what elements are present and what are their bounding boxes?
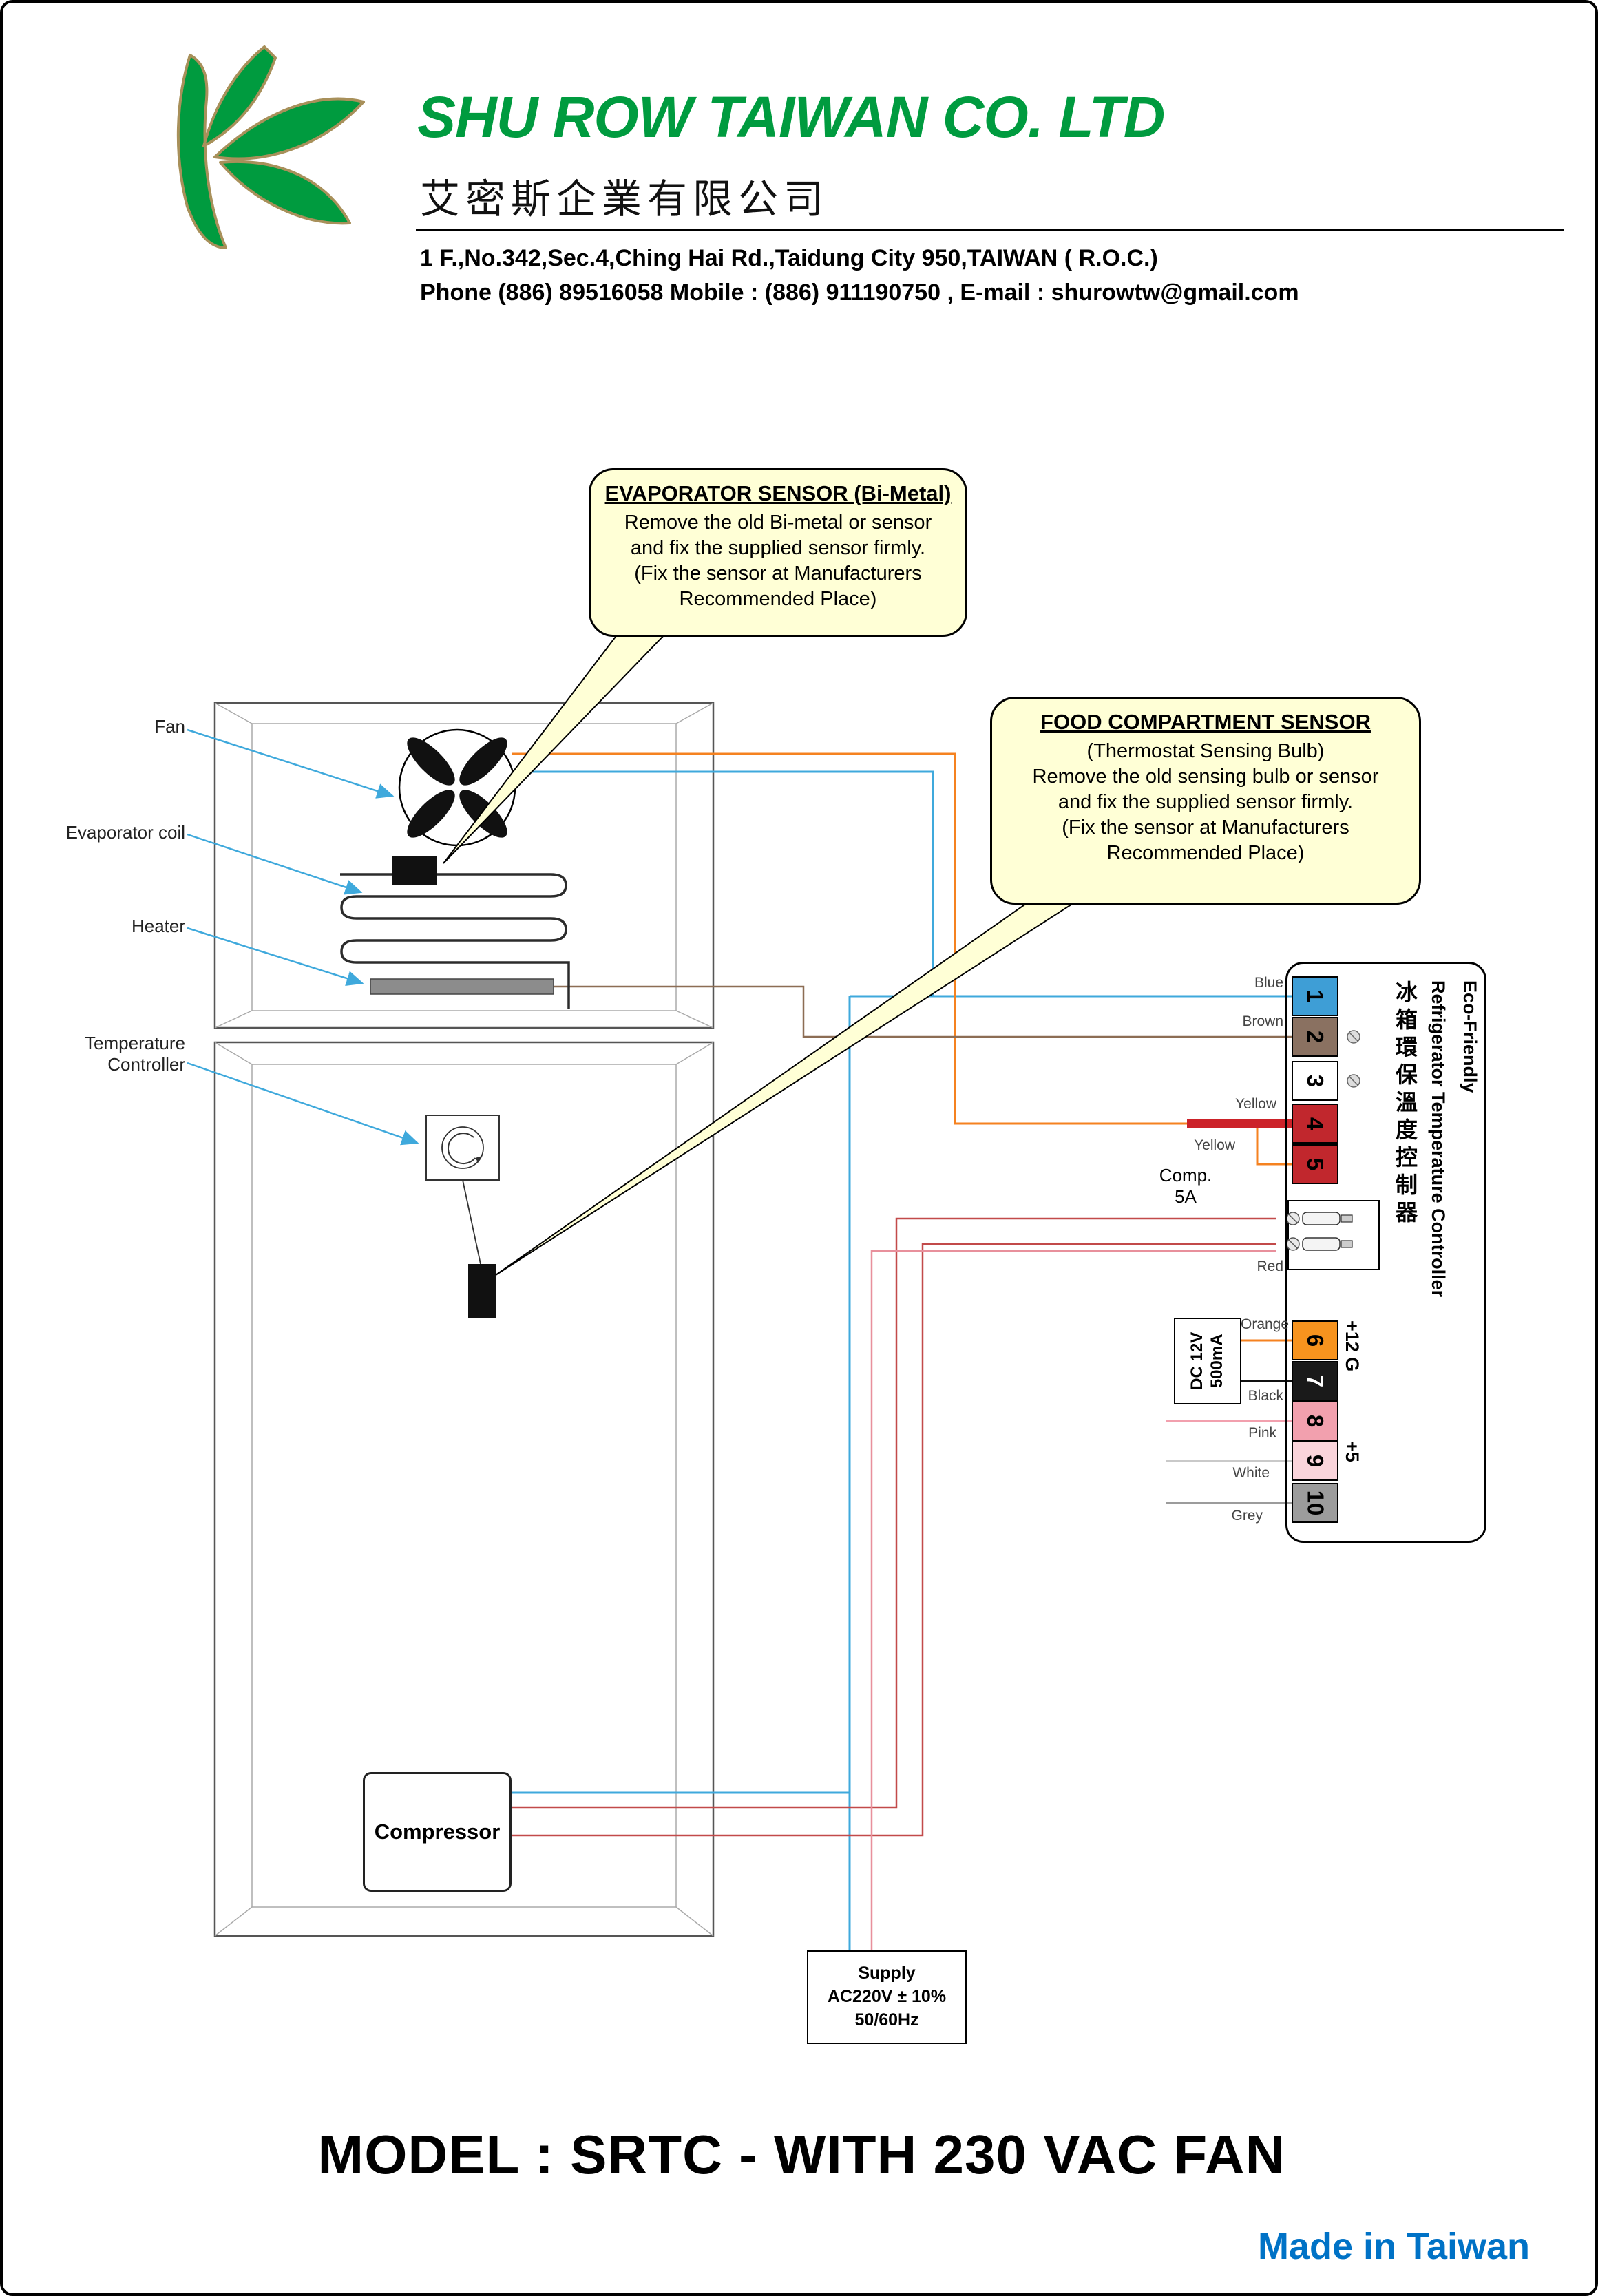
fan-graphic [398, 728, 516, 847]
terminal-1-number: 1 [1302, 989, 1328, 1003]
evaporator-sensor-callout: EVAPORATOR SENSOR (Bi-Metal) Remove the … [589, 468, 967, 637]
wire-label-red: Red [1257, 1258, 1283, 1274]
wire-label-blue: Blue [1254, 975, 1283, 991]
food-callout-line: Recommended Place) [1106, 842, 1305, 865]
food-compartment-outline [213, 1041, 715, 1937]
terminal-2-number: 2 [1302, 1030, 1328, 1044]
terminal-2: 2 [1292, 1017, 1338, 1057]
compressor-box: Compressor [363, 1772, 512, 1892]
company-logo [127, 44, 375, 251]
supply-box: Supply AC220V ± 10% 50/60Hz [807, 1950, 967, 2044]
plus12-label: +12 G [1342, 1320, 1363, 1372]
heater-graphic [370, 978, 554, 995]
terminal-10: 10 [1292, 1483, 1338, 1523]
spade-connectors [1286, 1212, 1353, 1251]
pink-supply-wire [870, 1250, 1276, 1950]
wire-label-black: Black [1248, 1388, 1283, 1404]
terminal-3: 3 [1292, 1061, 1338, 1101]
terminal-3-number: 3 [1302, 1074, 1328, 1088]
wiring [507, 752, 1292, 1950]
heater-label: Heater [131, 916, 185, 936]
comp-connector-box [1286, 1200, 1380, 1270]
comp-fuse-label: Comp. 5A [1159, 1165, 1212, 1207]
compressor-label: Compressor [374, 1820, 501, 1844]
header-divider [416, 229, 1564, 231]
evaporator-coil-label: Evaporator coil [65, 822, 185, 843]
wire-label-white: White [1232, 1465, 1270, 1481]
terminal-6-number: 6 [1302, 1334, 1328, 1347]
label-arrows [187, 728, 419, 1146]
wire-label-orange: Orange [1241, 1316, 1290, 1332]
model-title: MODEL : SRTC - WITH 230 VAC FAN [317, 2124, 1286, 2185]
terminal-5-number: 5 [1302, 1157, 1328, 1171]
wire-label-pink: Pink [1248, 1425, 1276, 1441]
terminal-9-number: 9 [1302, 1454, 1328, 1468]
controller-title-chinese: 冰箱環保溫度控制器 [1393, 980, 1418, 1228]
diagram-canvas [187, 633, 1380, 1950]
company-contact: Phone (886) 89516058 Mobile : (886) 9111… [420, 280, 1299, 306]
terminal-9: 9 [1292, 1441, 1338, 1481]
compressor-wires [507, 1217, 1276, 1837]
freezer-compartment-outline [213, 702, 715, 1029]
made-in-taiwan-label: Made in Taiwan [1257, 2226, 1530, 2267]
temperature-controller-label: Temperature Controller [85, 1033, 185, 1075]
terminal-5: 5 [1292, 1144, 1338, 1184]
terminal-8: 8 [1292, 1401, 1338, 1441]
evaporator-callout-line: Recommended Place) [679, 588, 877, 611]
supply-label: Supply AC220V ± 10% 50/60Hz [827, 1963, 947, 2030]
bimetal-sensor [392, 856, 437, 885]
wire-label-yellow-1: Yellow [1235, 1096, 1276, 1112]
food-callout-line: Remove the old sensing bulb or sensor [1032, 766, 1379, 788]
orange-wire [512, 752, 1292, 1342]
evaporator-callout-line: (Fix the sensor at Manufacturers [634, 562, 922, 585]
food-callout-line: (Fix the sensor at Manufacturers [1062, 817, 1349, 839]
evaporator-callout-line: and fix the supplied sensor firmly. [630, 537, 926, 560]
brown-wire [554, 985, 1292, 1038]
wire-label-grey: Grey [1231, 1508, 1263, 1524]
wire-label-yellow-2: Yellow [1194, 1137, 1235, 1153]
terminal-10-number: 10 [1303, 1490, 1328, 1516]
food-callout-line: (Thermostat Sensing Bulb) [1086, 740, 1325, 762]
evaporator-coil-graphic [340, 873, 570, 1009]
food-sensor [468, 1264, 496, 1318]
terminal-screws [1347, 1030, 1360, 1088]
terminal-1: 1 [1292, 976, 1338, 1016]
terminal-4-number: 4 [1302, 1117, 1328, 1130]
food-sensor-callout: FOOD COMPARTMENT SENSOR (Thermostat Sens… [990, 697, 1421, 905]
thermostat-graphic [425, 1115, 500, 1265]
terminal-4: 4 [1292, 1104, 1338, 1144]
callout-tails [443, 633, 1078, 1276]
company-address: 1 F.,No.342,Sec.4,Ching Hai Rd.,Taidung … [420, 245, 1158, 271]
plus5-label: +5 [1342, 1441, 1363, 1462]
controller-title-english: Eco-Friendly Refrigerator Temperature Co… [1428, 980, 1480, 1298]
evaporator-callout-title: EVAPORATOR SENSOR (Bi-Metal) [604, 481, 952, 505]
terminal-7: 7 [1292, 1361, 1338, 1401]
dc-adapter-label: DC 12V 500mA [1188, 1331, 1226, 1391]
logo-graphic [176, 45, 365, 249]
wire-label-brown: Brown [1242, 1013, 1283, 1029]
food-callout-title: FOOD COMPARTMENT SENSOR [1040, 710, 1371, 734]
fan-label: Fan [154, 716, 185, 737]
food-callout-line: and fix the supplied sensor firmly. [1058, 791, 1354, 814]
company-name-chinese: 艾密斯企業有限公司 [420, 177, 830, 222]
terminal-8-number: 8 [1302, 1414, 1328, 1428]
company-name: SHU ROW TAIWAN CO. LTD [417, 85, 1165, 149]
dc-adapter-box: DC 12V 500mA [1174, 1318, 1241, 1404]
terminal-7-number: 7 [1302, 1374, 1328, 1388]
controller-outline [1285, 962, 1486, 1543]
evaporator-callout-line: Remove the old Bi-metal or sensor [624, 512, 932, 534]
terminal-6: 6 [1292, 1320, 1338, 1360]
